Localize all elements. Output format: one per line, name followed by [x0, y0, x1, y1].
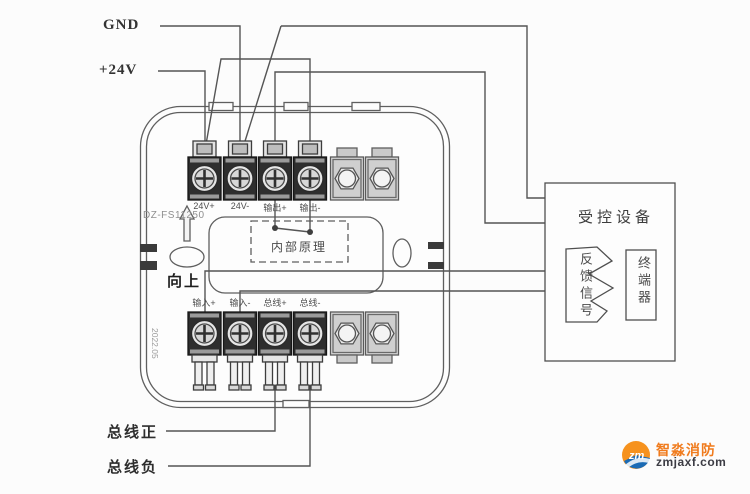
terminal-bus-minus	[292, 310, 328, 357]
gnd-label: GND	[103, 17, 140, 33]
terminal-spare-4	[364, 311, 400, 356]
relay-contact-blade	[274, 227, 311, 233]
wire-bus-negative	[168, 385, 311, 467]
wire-plus24v-to-24v-plus	[158, 70, 206, 157]
model-number-label: DZ-FS11250	[143, 210, 205, 221]
internal-dashed-box	[250, 220, 349, 263]
left-oval-hole	[169, 246, 205, 268]
terminal-spare-3	[329, 311, 365, 356]
feedback-signal-label: 反馈信号	[578, 252, 593, 320]
terminal-24v-plus	[186, 155, 223, 202]
controlled-device-title: 受控设备	[578, 209, 655, 226]
plus24v-label: +24V	[99, 62, 138, 78]
terminal-label-input-plus: 输入+	[192, 298, 216, 308]
wire-input-plus-feedback	[204, 270, 567, 312]
terminal-output-plus	[257, 155, 293, 202]
wire-bus-positive	[166, 385, 276, 432]
bottom-terminal-row	[186, 310, 400, 391]
terminal-spare-2	[364, 156, 400, 201]
mounting-clips	[140, 242, 444, 270]
wire-gnd-to-controlled-device	[281, 25, 545, 199]
right-oval-hole	[392, 238, 412, 268]
wire-input-minus-feedback	[239, 290, 567, 312]
terminal-label-input-minus: 输入-	[229, 298, 251, 308]
bus-positive-label: 总线正	[107, 425, 159, 441]
terminal-input-plus	[186, 310, 223, 357]
zm-logo-icon: zm	[622, 441, 650, 469]
watermark-brand: 智淼消防	[656, 442, 716, 458]
terminal-label-output-plus: 输出+	[263, 203, 287, 213]
top-terminal-row	[186, 140, 400, 202]
up-arrow-icon	[178, 204, 196, 242]
wire-jumper-24vplus-to-output-minus	[204, 58, 311, 157]
terminal-label-output-minus: 输出-	[299, 203, 321, 213]
orientation-up-label: 向上	[167, 273, 202, 290]
center-panel	[208, 216, 384, 294]
terminator-label: 终端器	[636, 256, 651, 307]
terminal-output-minus	[292, 155, 328, 202]
controlled-device-box	[544, 182, 676, 362]
wire-gnd-to-24v-minus	[160, 25, 241, 157]
date-code-label: 2022.05	[150, 328, 160, 359]
internal-diagram-label: 内部原理	[271, 240, 328, 254]
terminal-label-24v-plus: 24V+	[193, 201, 215, 211]
terminator-box	[625, 249, 657, 321]
terminal-bus-plus	[257, 310, 293, 357]
terminal-label-bus-plus: 总线+	[263, 298, 287, 308]
terminal-label-24v-minus: 24V-	[230, 201, 250, 211]
bus-negative-label: 总线负	[107, 460, 159, 476]
wire-output-plus-to-controlled-device	[274, 71, 545, 224]
terminal-label-bus-minus: 总线-	[299, 298, 321, 308]
watermark-site: zmjaxf.com	[656, 455, 727, 469]
terminal-24v-minus	[222, 155, 258, 202]
feedback-signal-shape	[565, 246, 615, 323]
wire-24v-minus-branch	[240, 25, 282, 155]
terminal-input-minus	[222, 310, 258, 357]
wires	[158, 25, 567, 467]
svg-text:zm: zm	[628, 450, 645, 462]
terminal-spare-1	[329, 156, 365, 201]
